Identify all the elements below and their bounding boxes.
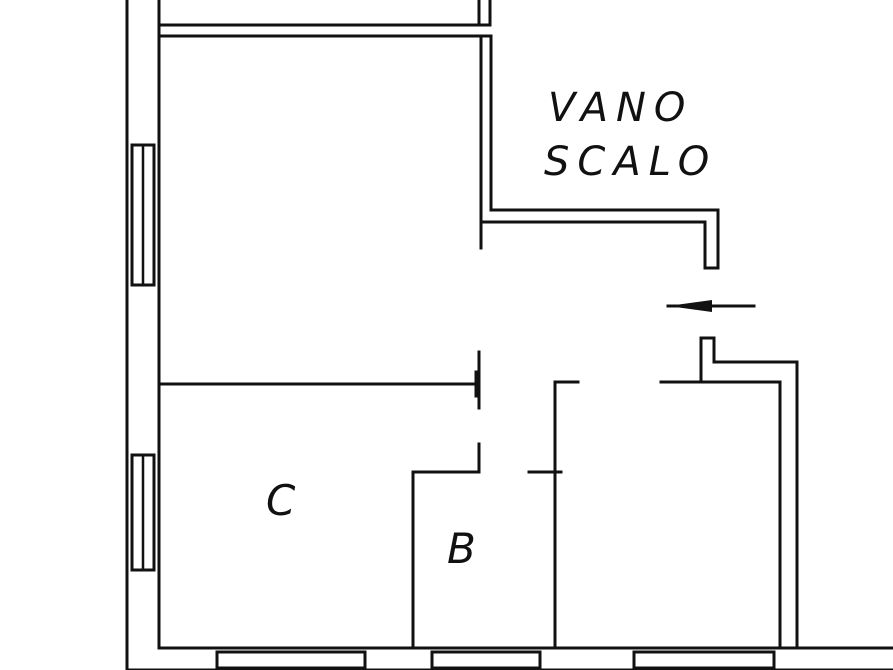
stair-area-label-line1: VANO	[548, 85, 694, 131]
stair-well-wall	[479, 34, 720, 270]
window-bottom-3	[632, 650, 776, 670]
window-bottom-1	[215, 650, 367, 670]
right-exterior-wall	[659, 336, 799, 650]
stair-area-label-line2: SCALO	[544, 139, 718, 185]
top-partition-wall	[157, 0, 492, 38]
bottom-exterior-wall	[125, 646, 893, 670]
room-b-label: B	[447, 524, 476, 573]
left-exterior-wall	[125, 0, 161, 670]
window-bottom-2	[430, 650, 542, 670]
middle-room-walls	[527, 380, 580, 650]
window-left-upper	[130, 143, 156, 287]
window-left-lower	[130, 453, 156, 572]
room-c-label: C	[266, 476, 296, 525]
room-b-walls	[411, 442, 481, 650]
room-c-top-wall	[157, 350, 481, 410]
entrance-arrow	[666, 300, 756, 312]
